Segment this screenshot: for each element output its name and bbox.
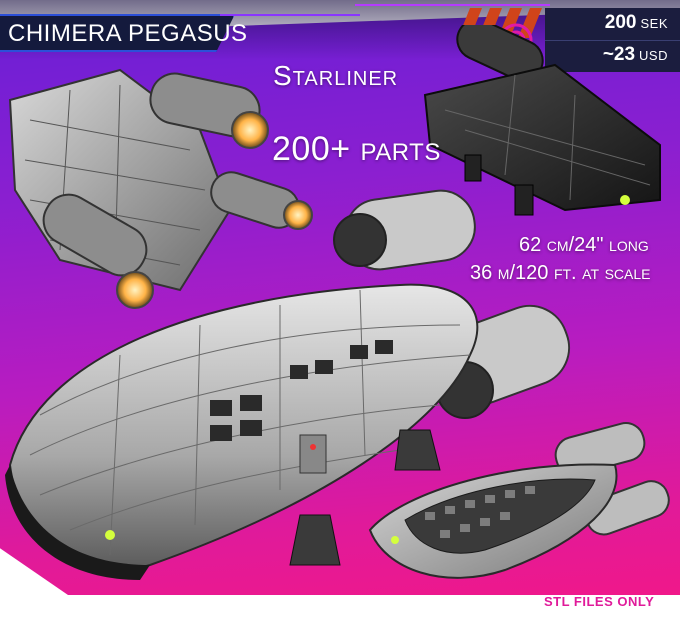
parts-count: 200+ parts bbox=[272, 130, 441, 168]
price-sek-unit: SEK bbox=[640, 16, 668, 31]
ship-render-angled bbox=[8, 68, 313, 309]
price-usd-unit: USD bbox=[639, 48, 668, 63]
scale-length: 36 m/120 ft. at scale bbox=[470, 262, 651, 284]
title-banner bbox=[0, 14, 235, 52]
top-accent-line bbox=[355, 4, 550, 6]
price-sek-value: 200 bbox=[604, 12, 637, 33]
product-title: Chimera Pegasus bbox=[8, 20, 248, 48]
price-usd-value: ~23 bbox=[602, 44, 636, 65]
ship-render-dark bbox=[423, 25, 661, 216]
ship-render-main bbox=[5, 189, 571, 580]
price-divider bbox=[545, 40, 680, 41]
stl-files-note: STL files only bbox=[544, 594, 655, 609]
product-subtitle: Starliner bbox=[273, 60, 399, 91]
model-length: 62 cm/24" long bbox=[519, 234, 649, 256]
product-title-text: Chimera Pegasus bbox=[8, 20, 248, 47]
title-accent-line bbox=[220, 14, 360, 16]
ship-render-cutaway bbox=[368, 422, 670, 579]
